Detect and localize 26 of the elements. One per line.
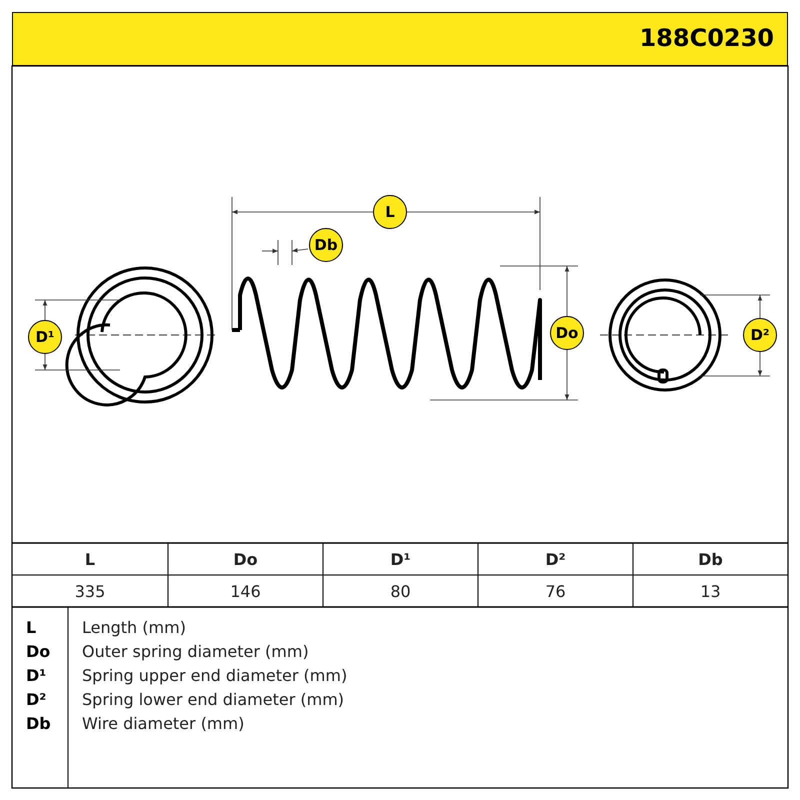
dimension-label: Do [550,316,584,350]
column-header: L [84,548,96,570]
dimension-label: D¹ [28,320,62,354]
dimension-label: L [373,195,407,229]
table-value: 76 [544,580,567,602]
part-number: 188C0230 [639,24,774,52]
column-header: Db [697,548,724,570]
column-header: D² [544,548,567,570]
column-header: Do [232,548,259,570]
table-value: 146 [229,580,262,602]
symbol: Do [26,642,50,661]
description: Length (mm) [82,618,186,637]
column-header: D¹ [389,548,412,570]
dimension-label: Db [309,228,343,262]
description: Spring upper end diameter (mm) [82,666,348,685]
description: Wire diameter (mm) [82,714,244,733]
table-value: 335 [74,580,106,602]
table-value: 80 [389,580,412,602]
description: Spring lower end diameter (mm) [82,690,344,709]
symbol: Db [26,714,51,733]
symbol: L [26,618,36,637]
description: Outer spring diameter (mm) [82,642,309,661]
table-value: 13 [699,580,722,602]
symbol: D¹ [26,666,46,685]
dimension-label: D² [743,318,777,352]
symbol: D² [26,690,46,709]
